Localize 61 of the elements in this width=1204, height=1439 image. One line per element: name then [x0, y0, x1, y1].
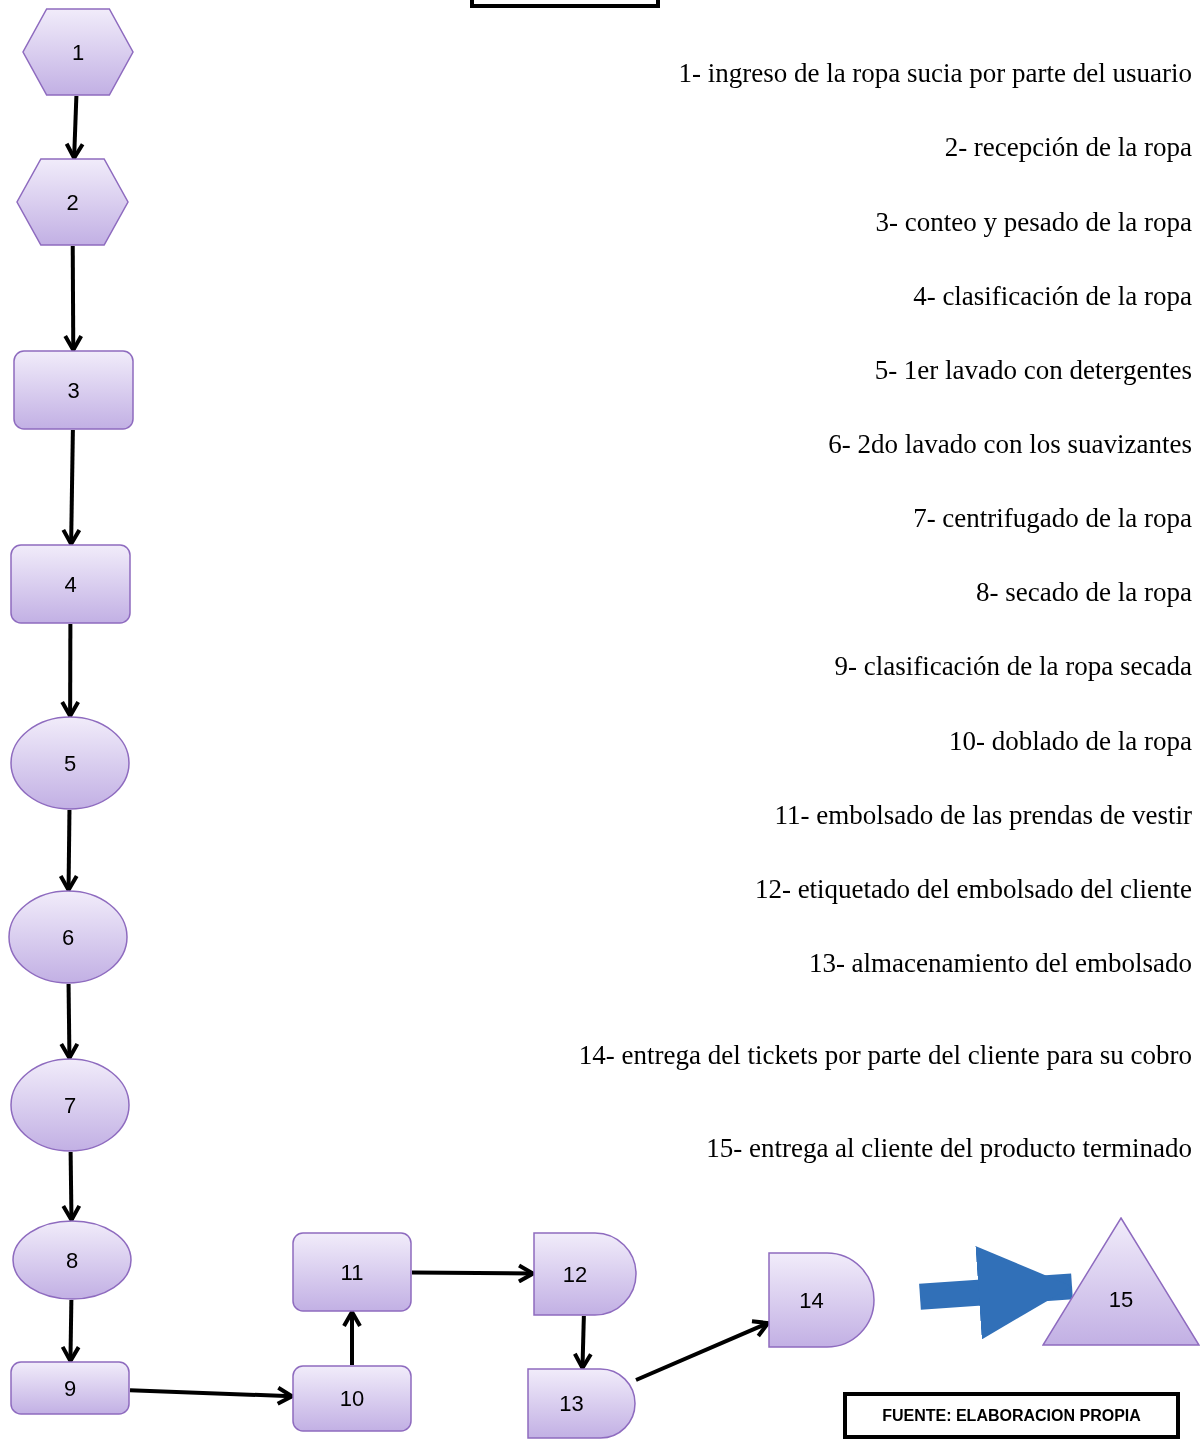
process-box: [292, 1365, 412, 1432]
step-description: 10- doblado de la ropa: [948, 725, 1192, 758]
step-description: 14- entrega del tickets por parte del cliente para su cobro: [577, 1039, 1192, 1072]
step-description: 7- centrifugado de la ropa: [912, 502, 1192, 535]
node-label: 15: [1108, 1285, 1134, 1314]
process-box: [10, 1361, 130, 1415]
hexagon-node: [16, 158, 129, 246]
ellipse-node: [10, 716, 130, 810]
node-label: 3: [67, 376, 80, 405]
source-box: [843, 1392, 1180, 1439]
step-description: 3- conteo y pesado de la ropa: [874, 206, 1192, 239]
step-description: 8- secado de la ropa: [975, 576, 1192, 609]
step-description: 5- 1er lavado con detergentes: [873, 354, 1192, 387]
step-description: 13- almacenamiento del embolsado: [807, 947, 1192, 980]
node-label: 14: [799, 1286, 824, 1315]
block-arrow: [919, 1246, 1073, 1340]
step-description: 4- clasificación de la ropa: [912, 280, 1192, 313]
arrow: [60, 1299, 81, 1363]
step-description: 15- entrega al cliente del producto terminado: [705, 1132, 1192, 1165]
arrow: [58, 809, 79, 892]
step-description: 11- embolsado de las prendas de vestir: [773, 799, 1192, 832]
node-label: 10: [339, 1385, 365, 1413]
node-label: 11: [340, 1258, 364, 1287]
ellipse-node: [12, 1220, 132, 1300]
arrow: [635, 1319, 770, 1382]
delay-shape: [527, 1368, 636, 1439]
step-description: 1- ingreso de la ropa sucia por parte del usuario: [677, 57, 1192, 90]
arrow: [412, 1263, 535, 1284]
delay-shape: [533, 1232, 637, 1316]
node-label: 6: [61, 923, 75, 952]
arrow: [572, 1315, 593, 1370]
node-label: 8: [65, 1246, 79, 1275]
node-label: 4: [64, 570, 77, 599]
arrow: [342, 1310, 362, 1365]
step-description: 2- recepción de la ropa: [943, 131, 1192, 164]
node-label: 13: [559, 1390, 584, 1418]
arrow: [61, 429, 82, 546]
arrow: [60, 624, 81, 718]
process-box: [292, 1232, 412, 1312]
ellipse-node: [8, 890, 128, 984]
node-label: 1: [71, 38, 85, 67]
node-label: 2: [66, 188, 79, 217]
node-label: 5: [63, 749, 77, 778]
arrow: [63, 246, 84, 352]
step-description: 12- etiquetado del embolsado del cliente: [753, 873, 1192, 906]
node-label: 9: [63, 1374, 77, 1403]
hexagon-node: [22, 8, 134, 96]
node-label: 12: [562, 1260, 588, 1289]
delay-shape: [768, 1252, 875, 1348]
arrow: [59, 983, 80, 1060]
arrow: [129, 1385, 294, 1406]
process-box: [13, 350, 134, 430]
triangle-node: [1042, 1217, 1200, 1346]
step-description: 9- clasificación de la ropa secada: [833, 650, 1192, 683]
node-label: 7: [63, 1091, 77, 1120]
ellipse-node: [10, 1058, 130, 1152]
arrow: [64, 95, 85, 160]
arrow: [61, 1151, 82, 1222]
process-box: [10, 544, 131, 624]
node-label: FUENTE: ELABORACION PROPIA: [882, 1405, 1141, 1426]
step-description: 6- 2do lavado con los suavizantes: [827, 428, 1192, 461]
